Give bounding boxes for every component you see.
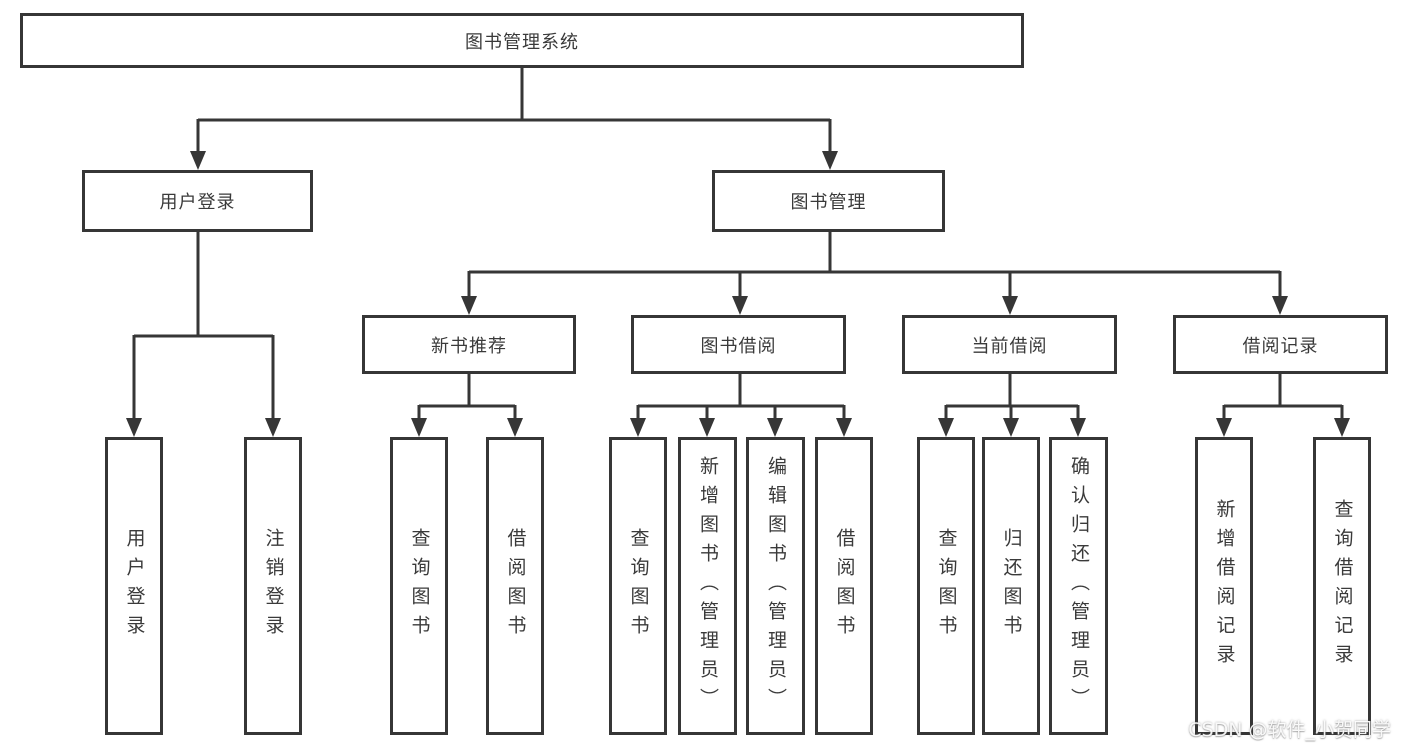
connector-newbook-to-leaves [411, 374, 523, 437]
node-label: 用户登录 [123, 528, 146, 644]
node-leaf-query-books-1: 查询图书 [390, 437, 448, 735]
node-leaf-borrow-books-2: 借阅图书 [815, 437, 873, 735]
node-label: 图书借阅 [700, 335, 777, 357]
node-label: 归还图书 [1000, 528, 1023, 644]
node-label: 查询借阅记录 [1331, 499, 1354, 673]
connector-records-to-leaves [1216, 374, 1350, 437]
node-leaf-confirm-return-admin: 确认归还（管理员） [1049, 437, 1108, 735]
node-label: 确认归还（管理员） [1068, 455, 1090, 717]
node-leaf-logout: 注销登录 [244, 437, 302, 735]
node-leaf-add-book-admin: 新增图书（管理员） [678, 437, 737, 735]
node-label: 查询图书 [935, 528, 958, 644]
node-label: 用户登录 [159, 192, 236, 213]
node-label: 编辑图书（管理员） [765, 455, 787, 717]
node-leaf-user-login: 用户登录 [105, 437, 163, 735]
node-label: 借阅图书 [833, 528, 856, 644]
node-library-management-system: 图书管理系统 [20, 13, 1024, 68]
node-leaf-borrow-books-1: 借阅图书 [486, 437, 544, 735]
node-leaf-edit-book-admin: 编辑图书（管理员） [746, 437, 805, 735]
connector-borrow-to-leaves [630, 374, 852, 437]
node-new-book-recommendation: 新书推荐 [362, 315, 576, 374]
node-label: 新增借阅记录 [1213, 499, 1236, 673]
node-label: 当前借阅 [971, 335, 1048, 357]
node-label: 借阅记录 [1242, 335, 1319, 357]
node-label: 注销登录 [262, 528, 285, 644]
connector-current-to-leaves [938, 374, 1086, 437]
node-label: 新书推荐 [431, 335, 507, 357]
node-leaf-return-book: 归还图书 [982, 437, 1040, 735]
connector-userlogin-to-leaves [126, 232, 281, 437]
node-borrowing-records: 借阅记录 [1173, 315, 1388, 374]
node-label: 查询图书 [408, 528, 431, 644]
node-book-management-branch: 图书管理 [712, 170, 945, 232]
connector-root-to-level2 [190, 68, 838, 170]
connector-bookmgmt-to-level3 [461, 232, 1288, 315]
node-label: 图书管理系统 [465, 31, 579, 53]
node-current-borrowing: 当前借阅 [902, 315, 1117, 374]
node-label: 图书管理 [790, 192, 867, 213]
csdn-watermark: CSDN @软件_小贺同学 [1188, 719, 1391, 741]
node-leaf-add-borrow-record: 新增借阅记录 [1195, 437, 1253, 735]
node-leaf-query-books-3: 查询图书 [917, 437, 975, 735]
node-user-login-branch: 用户登录 [82, 170, 313, 232]
node-book-borrowing: 图书借阅 [631, 315, 846, 374]
node-label: 借阅图书 [504, 528, 527, 644]
node-leaf-query-books-2: 查询图书 [609, 437, 667, 735]
node-leaf-query-borrow-record: 查询借阅记录 [1313, 437, 1371, 735]
node-label: 查询图书 [627, 528, 650, 644]
node-label: 新增图书（管理员） [697, 455, 719, 717]
